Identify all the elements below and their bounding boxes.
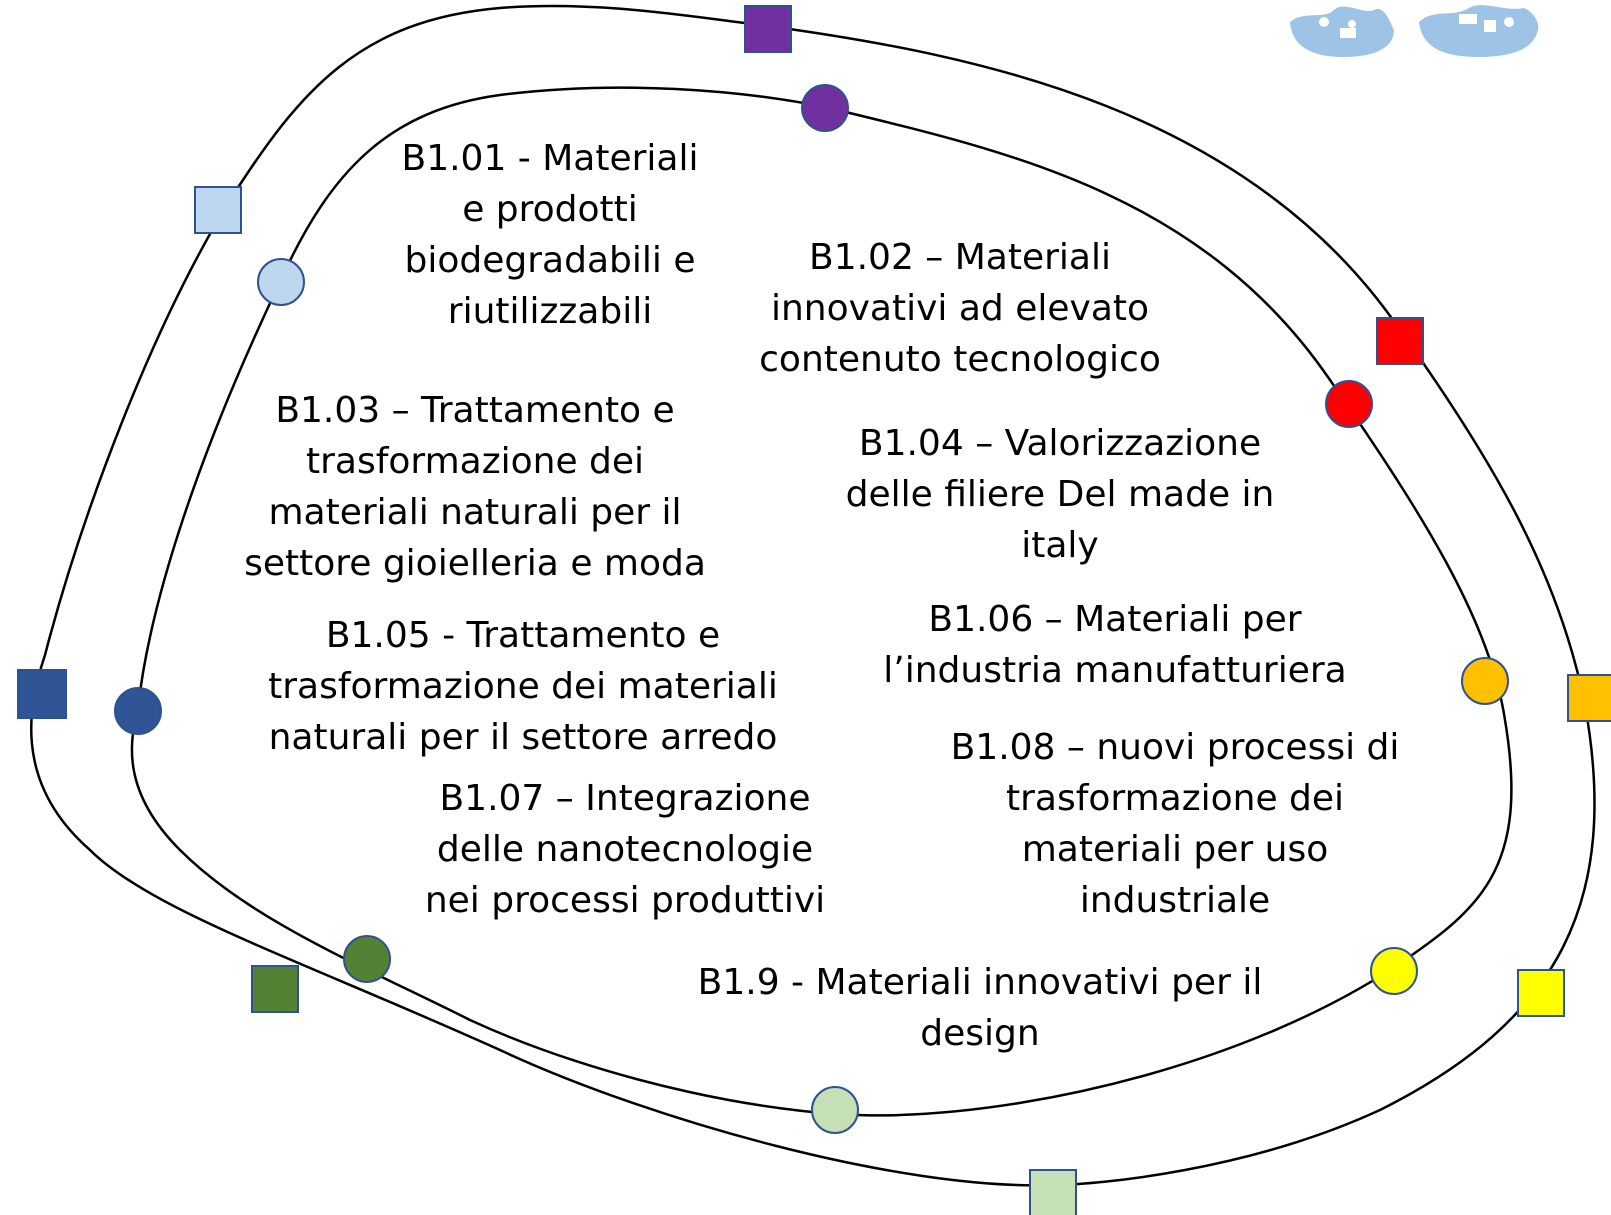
inner-loop bbox=[130, 86, 1513, 1117]
circle-marker-purple bbox=[801, 84, 849, 132]
label-b103: B1.03 – Trattamento e trasformazione dei… bbox=[244, 390, 706, 584]
circle-marker-dark-blue bbox=[114, 687, 162, 735]
label-b107: B1.07 – Integrazione delle nanotecnologi… bbox=[424, 778, 826, 921]
label-b19: B1.9 - Materiali innovativi per il desig… bbox=[697, 962, 1263, 1054]
label-b106: B1.06 – Materiali per l’industria manufa… bbox=[883, 599, 1347, 691]
square-marker-dark-blue bbox=[17, 669, 67, 719]
circle-marker-orange bbox=[1461, 657, 1509, 705]
circle-marker-yellow bbox=[1370, 947, 1418, 995]
circle-marker-red bbox=[1325, 380, 1373, 428]
label-b105: B1.05 - Trattamento e trasformazione dei… bbox=[268, 615, 778, 758]
square-marker-light-blue bbox=[194, 186, 242, 234]
square-marker-green bbox=[251, 965, 299, 1013]
square-marker-light-green bbox=[1029, 1169, 1077, 1215]
label-b104: B1.04 – Valorizzazione delle filiere Del… bbox=[845, 423, 1275, 566]
circle-marker-green bbox=[343, 935, 391, 983]
label-b108: B1.08 – nuovi processi di trasformazione… bbox=[950, 727, 1400, 921]
label-b101: B1.01 - Materiali e prodotti biodegradab… bbox=[401, 138, 699, 332]
square-marker-purple bbox=[744, 5, 792, 53]
logo bbox=[1290, 5, 1539, 57]
square-marker-red bbox=[1376, 317, 1424, 365]
circle-marker-light-green bbox=[811, 1086, 859, 1134]
square-marker-yellow bbox=[1517, 969, 1565, 1017]
circle-marker-light-blue bbox=[257, 258, 305, 306]
square-marker-orange bbox=[1567, 674, 1611, 722]
outer-loop bbox=[29, 4, 1596, 1187]
label-b102: B1.02 – Materiali innovativi ad elevato … bbox=[759, 237, 1161, 380]
